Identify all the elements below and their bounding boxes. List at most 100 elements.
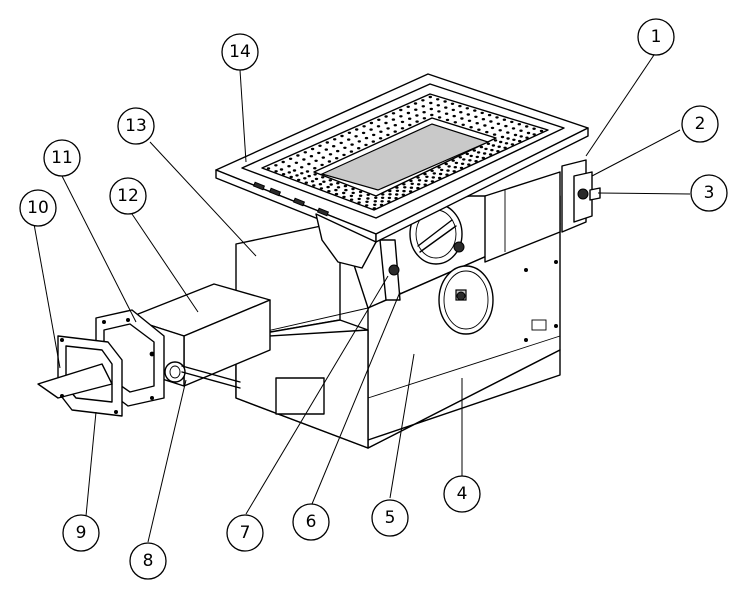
perforation-hole <box>399 108 403 112</box>
perforation-hole <box>295 174 299 177</box>
perforation-hole <box>416 176 420 179</box>
perforation-hole <box>309 155 314 158</box>
perforation-hole <box>387 200 391 203</box>
perforation-hole <box>525 125 529 128</box>
perforation-hole <box>469 154 473 158</box>
perforation-hole <box>289 175 293 179</box>
perforation-hole <box>379 130 383 133</box>
right-bracket <box>561 159 601 233</box>
perforation-hole <box>429 107 433 111</box>
balloon-2: 2 <box>681 105 719 143</box>
perforation-hole <box>361 131 366 135</box>
balloon-3-label: 3 <box>704 183 715 203</box>
perforation-hole <box>304 181 308 184</box>
perforation-hole <box>497 145 501 148</box>
perforation-hole <box>446 169 450 172</box>
perforation-hole <box>384 121 388 125</box>
perforation-hole <box>445 118 450 122</box>
perforation-hole <box>374 196 378 199</box>
perforation-hole <box>391 118 396 121</box>
perforation-hole <box>336 186 341 189</box>
perforation-hole <box>421 105 425 108</box>
perforation-hole <box>525 136 529 139</box>
perforation-hole <box>310 180 315 183</box>
perforation-hole <box>351 191 355 195</box>
perforation-hole <box>288 157 293 160</box>
balloon-4-label: 4 <box>457 484 468 504</box>
balloon-14-label: 14 <box>229 42 251 62</box>
perforation-hole <box>510 120 514 124</box>
balloon-7: 7 <box>226 514 264 552</box>
perforation-hole <box>454 161 459 165</box>
perforation-hole <box>322 180 326 183</box>
perforation-hole <box>410 182 414 185</box>
balloon-13-label: 13 <box>125 116 147 136</box>
perforation-hole <box>300 172 304 175</box>
perforation-hole <box>372 133 376 137</box>
perforation-hole <box>401 193 405 196</box>
perforation-hole <box>297 178 301 182</box>
perforation-hole <box>329 183 333 186</box>
perforation-hole <box>314 177 319 181</box>
balloon-8: 8 <box>129 542 167 580</box>
perforation-hole <box>436 98 440 101</box>
perforation-hole <box>493 139 498 142</box>
perforation-hole <box>332 145 336 148</box>
perforation-hole <box>388 189 392 193</box>
perforation-holes <box>266 95 544 210</box>
perforation-hole <box>281 173 286 176</box>
perforation-hole <box>424 179 428 182</box>
perforation-hole <box>437 116 442 119</box>
perforation-hole <box>266 167 271 170</box>
perforation-hole <box>402 183 406 186</box>
balloon-13: 13 <box>117 107 155 145</box>
perforation-hole <box>307 162 311 166</box>
perforation-hole <box>274 170 278 173</box>
perforation-hole <box>357 140 361 143</box>
perforation-hole <box>357 201 361 204</box>
perforation-hole <box>381 193 385 196</box>
perforation-hole <box>327 190 331 193</box>
perforation-hole <box>465 152 469 156</box>
perforation-hole <box>453 121 457 124</box>
perforation-hole <box>423 183 427 186</box>
perforation-hole <box>279 168 284 171</box>
perforation-hole <box>416 186 420 190</box>
perforation-hole <box>445 173 449 176</box>
perforation-hole <box>399 115 403 118</box>
perforation-hole <box>526 131 531 135</box>
balloon-12-label: 12 <box>117 186 139 206</box>
perforation-hole <box>431 176 435 179</box>
balloon-6-label: 6 <box>306 512 317 532</box>
perforation-hole <box>296 154 300 157</box>
perforation-hole <box>486 142 491 145</box>
perforation-hole <box>485 130 489 134</box>
balloon-8-label: 8 <box>143 551 154 571</box>
perforation-hole <box>400 127 405 130</box>
perforation-hole <box>320 163 324 167</box>
perforation-hole <box>512 138 516 141</box>
perforation-hole <box>421 99 425 102</box>
perforation-hole <box>467 119 472 123</box>
perforation-hole <box>378 137 383 140</box>
perforation-hole <box>479 145 484 149</box>
perforation-hole <box>447 165 451 168</box>
perforation-hole <box>321 176 325 179</box>
perforation-hole <box>391 112 396 115</box>
perforation-hole <box>450 102 455 106</box>
perforation-hole <box>342 153 346 157</box>
perforation-hole <box>425 175 429 178</box>
perforation-hole <box>365 200 369 203</box>
perforation-hole <box>474 115 478 119</box>
perforation-hole <box>328 179 332 182</box>
balloon-10-label: 10 <box>27 198 49 218</box>
perforation-hole <box>321 156 325 159</box>
perforation-hole <box>384 115 388 118</box>
perforation-hole <box>334 188 338 192</box>
perforation-hole <box>502 118 507 121</box>
perforation-hole <box>328 153 333 156</box>
perforation-hole <box>343 146 347 149</box>
perforation-hole <box>476 151 481 154</box>
balloon-9-label: 9 <box>76 523 87 543</box>
